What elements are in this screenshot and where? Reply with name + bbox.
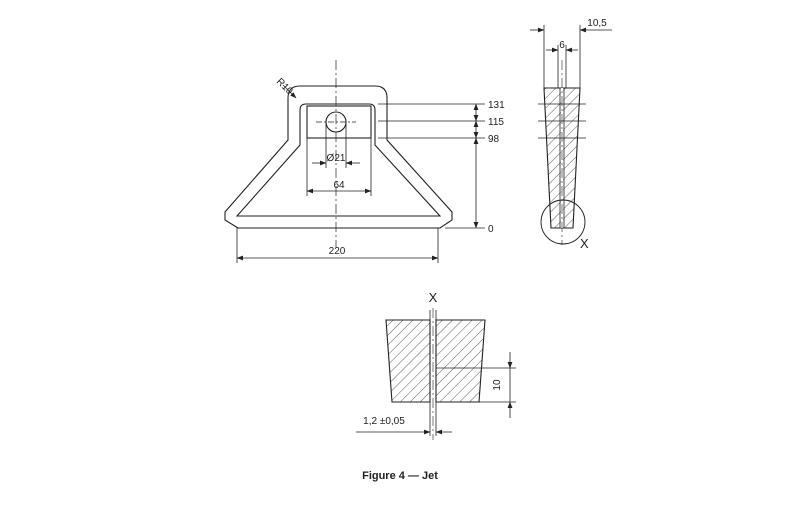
front-view bbox=[224, 60, 453, 248]
detail-dimensions bbox=[356, 352, 513, 435]
hole-window bbox=[306, 105, 372, 139]
total-thickness-label: 10,5 bbox=[587, 18, 607, 29]
side-dimensions bbox=[530, 25, 612, 88]
slot-width-label: 64 bbox=[333, 180, 345, 191]
detail-circle bbox=[540, 199, 586, 245]
detail-left-section bbox=[385, 319, 431, 403]
figure-caption: Figure 4 — Jet bbox=[362, 470, 438, 482]
detail-x-view bbox=[385, 308, 516, 440]
detail-title: X bbox=[429, 290, 438, 305]
front-inner-outline bbox=[235, 103, 442, 217]
level-label-131: 131 bbox=[488, 100, 505, 111]
detail-right-section bbox=[435, 319, 486, 403]
hole-diameter-label: Ø21 bbox=[327, 153, 346, 164]
level-label-98: 98 bbox=[488, 134, 500, 145]
detail-gap-label: 1,2 ±0,05 bbox=[363, 416, 405, 427]
inner-thickness-label: 6 bbox=[559, 40, 565, 51]
detail-height-label: 10 bbox=[492, 379, 503, 391]
base-width-label: 220 bbox=[329, 246, 346, 257]
level-label-115: 115 bbox=[488, 117, 504, 128]
side-view bbox=[538, 60, 586, 245]
level-label-0: 0 bbox=[488, 224, 494, 235]
detail-marker: X bbox=[580, 236, 589, 251]
front-outer-outline bbox=[224, 85, 453, 229]
front-dimensions bbox=[236, 84, 485, 263]
